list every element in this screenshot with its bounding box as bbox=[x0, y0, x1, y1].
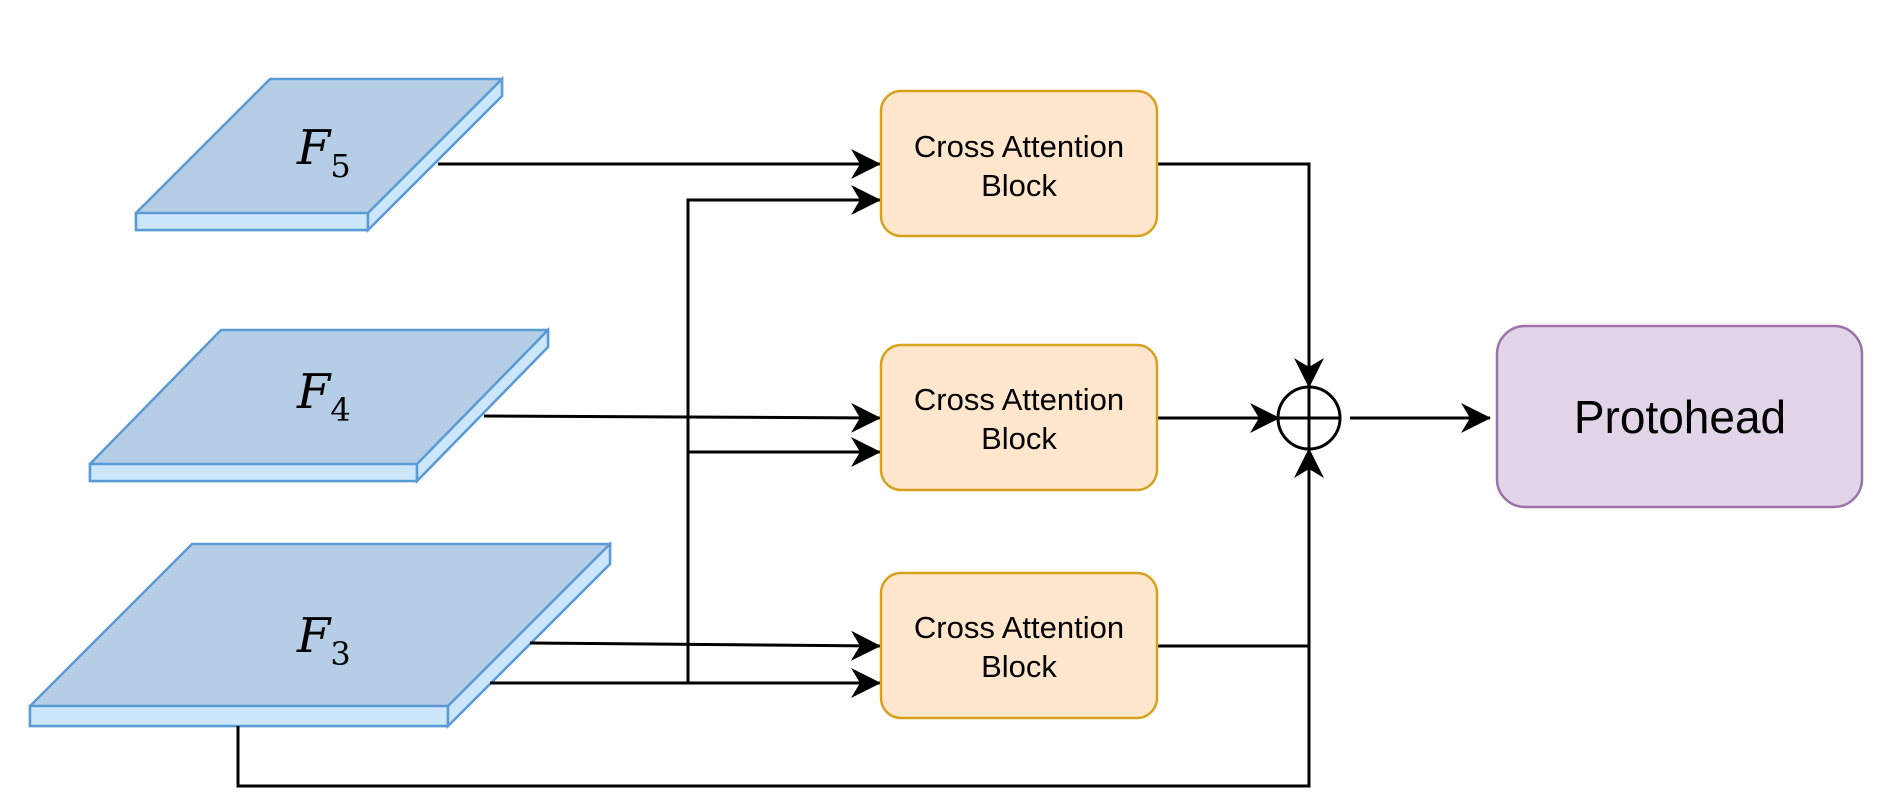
block-box bbox=[879, 571, 1159, 720]
feature-side-face bbox=[366, 75, 504, 234]
protohead-box: Protohead bbox=[1495, 324, 1864, 509]
block-label-line2: Block bbox=[981, 421, 1057, 456]
arrow-block1-to-sum bbox=[1157, 162, 1324, 388]
block-label-line1: Cross Attention bbox=[914, 610, 1124, 645]
block-box bbox=[879, 343, 1159, 492]
protohead-label: Protohead bbox=[1574, 391, 1786, 443]
cross-attention-block-2: Cross Attention Block bbox=[879, 343, 1159, 492]
feature-front-face bbox=[28, 704, 450, 728]
block-label-line1: Cross Attention bbox=[914, 382, 1124, 417]
arrow-f3-to-block1 bbox=[490, 185, 881, 685]
feature-front-face bbox=[88, 462, 419, 483]
connections bbox=[236, 149, 1491, 788]
feature-front-face bbox=[134, 211, 370, 232]
block-label-line2: Block bbox=[981, 168, 1057, 203]
feature-label-f5: F5 bbox=[296, 120, 351, 185]
block-label-line1: Cross Attention bbox=[914, 129, 1124, 164]
feature-map-f4: F4 bbox=[88, 326, 550, 485]
arrow-residual-to-sum bbox=[236, 448, 1324, 788]
sum-node bbox=[1276, 385, 1342, 451]
block-label-line2: Block bbox=[981, 649, 1057, 684]
feature-map-f3: F3 bbox=[28, 540, 612, 730]
feature-label-f4: F4 bbox=[296, 364, 351, 429]
feature-map-f5: F5 bbox=[134, 75, 504, 234]
protohead-rect bbox=[1495, 324, 1864, 509]
cross-attention-block-3: Cross Attention Block bbox=[879, 571, 1159, 720]
arrow-f3-to-block3 bbox=[529, 630, 881, 661]
feature-label-f3: F3 bbox=[296, 608, 351, 673]
cross-attention-block-1: Cross Attention Block bbox=[879, 89, 1159, 238]
feature-side-face bbox=[415, 326, 550, 485]
feature-side-face bbox=[446, 540, 612, 730]
arrow-f4-to-block2 bbox=[483, 402, 881, 433]
block-box bbox=[879, 89, 1159, 238]
